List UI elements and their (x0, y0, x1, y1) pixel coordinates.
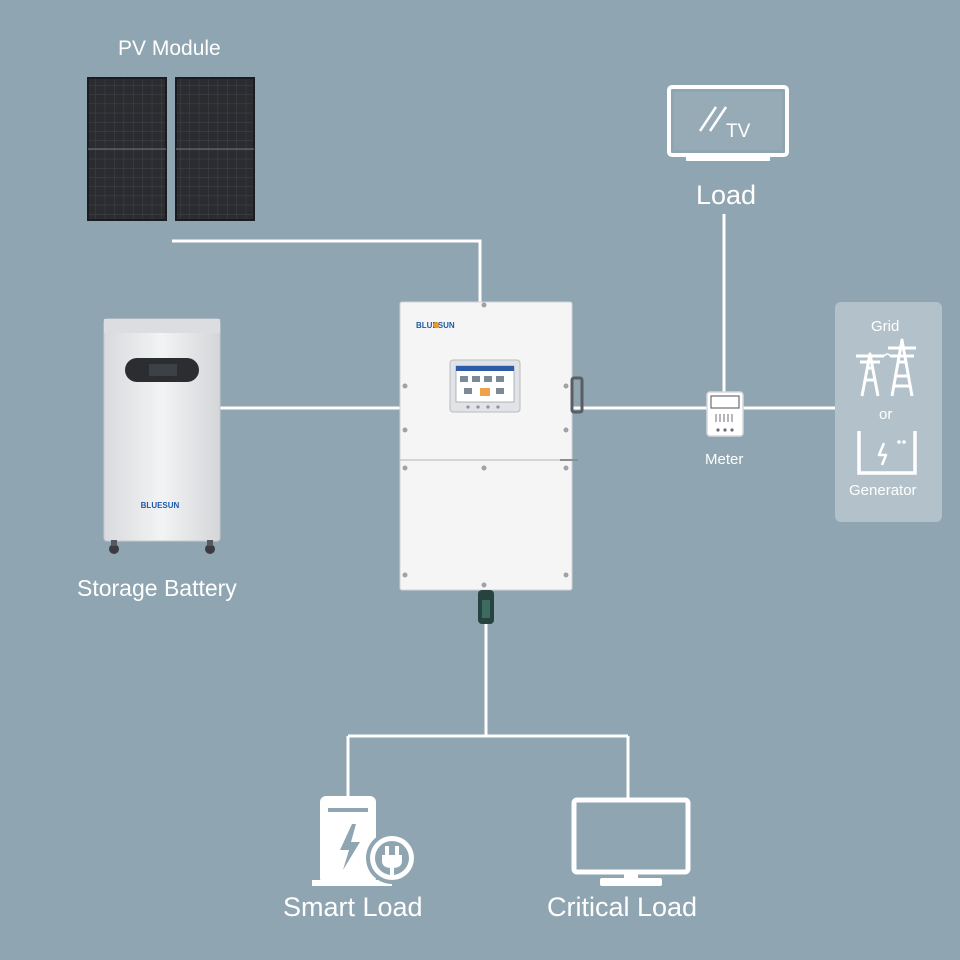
grid-generator-panel (835, 302, 942, 522)
smart-load-label: Smart Load (283, 892, 423, 922)
meter-label: Meter (705, 451, 744, 468)
tv-icon (667, 85, 789, 161)
pv-panel-icon (87, 77, 255, 221)
pv-module-label: PV Module (118, 37, 221, 60)
power-tower-icon (856, 338, 916, 397)
inverter-icon: BLUESUN (399, 301, 584, 624)
battery-brand-logo: BLUESUN (141, 501, 180, 510)
generator-icon (857, 431, 917, 475)
battery-cabinet-icon: BLUESUN (103, 318, 221, 554)
monitor-icon (571, 797, 691, 886)
meter-icon (706, 391, 744, 437)
tv-icon-text: TV (726, 121, 751, 142)
storage-battery-label: Storage Battery (77, 575, 237, 601)
generator-label: Generator (849, 482, 917, 499)
grid-label: Grid (871, 318, 900, 335)
wire-pv-to-inverter (172, 239, 482, 304)
smart-plug-icon (312, 796, 418, 886)
or-label: or (879, 406, 893, 423)
load-label: Load (696, 180, 757, 210)
critical-load-label: Critical Load (547, 892, 698, 922)
